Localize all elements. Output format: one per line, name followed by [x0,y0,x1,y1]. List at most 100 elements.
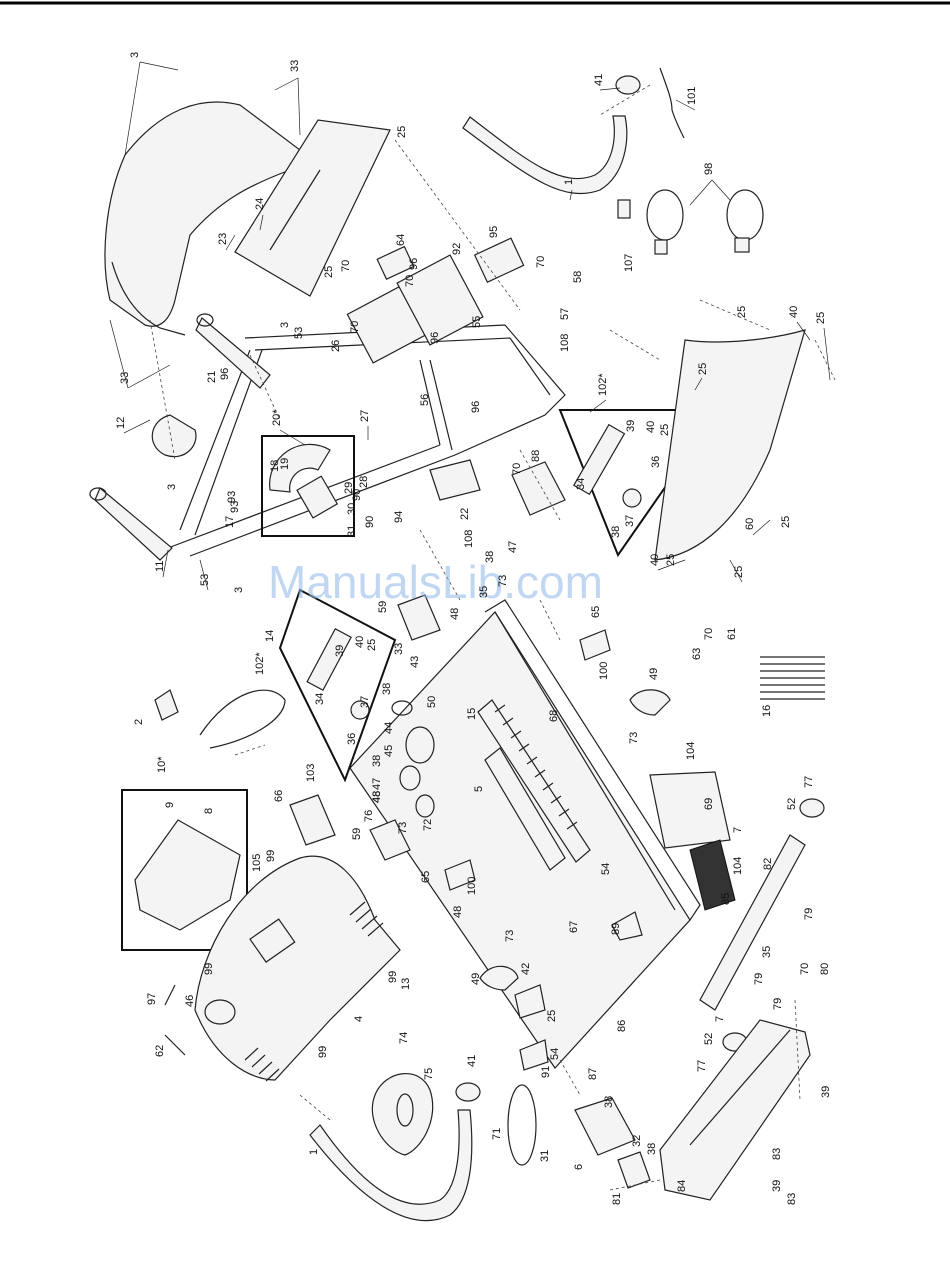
part-label: 40 [354,636,366,648]
clip-wire [659,67,685,139]
part-label: 47 [507,541,519,553]
part-label: 8 [203,808,215,814]
part-label: 38 [371,755,383,767]
part-label: 75 [423,1068,435,1080]
part-label: 79 [753,973,765,985]
console-speaker [204,999,236,1025]
rear-foot-69 [649,771,731,849]
part-label: 93 [226,491,238,503]
part-label: 56 [419,394,431,406]
part-label: 105 [251,854,263,872]
part-label: 61 [726,628,738,640]
inset-102-bottom [278,588,397,783]
part-label: 103 [305,764,317,782]
foot-49a [629,689,671,716]
drive-belt [151,414,197,458]
board-tray [396,254,484,346]
part-label: 23 [217,233,229,245]
part-label: 15 [466,708,478,720]
part-label: 12 [115,417,127,429]
assembly-lines [149,84,836,1191]
part-label: 96 [470,401,482,413]
part-label: 69 [703,798,715,810]
console-body [194,855,401,1081]
filter-95 [473,237,525,284]
part-label: 54 [600,863,612,875]
part-label: 27 [359,410,371,422]
part-label: 3 [279,322,291,328]
part-drawings [89,67,836,1222]
hood-lip [111,261,186,336]
console-cover-arc [199,689,286,749]
part-label: 38 [603,1096,615,1108]
part-label: 40 [649,554,661,566]
bracket-42 [514,984,546,1019]
part-label: 65 [590,606,602,618]
motor-plate [234,119,391,297]
upright-rail-top [462,115,628,195]
part-label: 39 [334,645,346,657]
part-label: 84 [676,1180,688,1192]
part-label: 90 [364,516,376,528]
part-label: 100 [466,877,478,895]
front-cover-84-edge [689,1029,791,1146]
ring-44 [391,700,413,716]
part-label: 34 [575,478,587,490]
part-label: 107 [623,254,635,272]
part-label: 2 [133,719,145,725]
side-panel-60 [654,329,806,561]
part-label: 30 [346,503,358,515]
part-label: 102* [597,373,609,396]
part-label: 73 [397,822,409,834]
part-label: 74 [398,1032,410,1044]
part-label: 1 [308,1149,320,1155]
part-label: 72 [422,819,434,831]
part-label: 40 [645,421,657,433]
part-label: 65 [420,871,432,883]
watermark: ManualsLib.com [268,556,603,608]
pin-97 [164,984,176,1006]
motor-bracket-32 [617,1151,651,1189]
part-label: 26 [330,340,342,352]
part-label: 95 [488,226,500,238]
part-label: 32 [631,1135,643,1147]
part-label: 96 [429,332,441,344]
cord-plug-mid [654,239,668,255]
inset-20 [261,435,355,537]
part-label: 16 [761,705,773,717]
base-bar-82 [699,834,806,1011]
roller-72 [415,794,435,818]
bracket-64 [376,245,415,281]
part-label: 52 [703,1033,715,1045]
drive-motor-6 [574,1097,636,1156]
wheel-52a [799,798,825,818]
part-label: 62 [154,1045,166,1057]
part-label: 36 [346,733,358,745]
part-label: 48 [371,791,383,803]
part-label: 52 [786,798,798,810]
part-label: 36 [650,456,662,468]
part-label: 39 [625,420,637,432]
part-label: 54 [549,1048,561,1060]
plate-91 [519,1039,549,1071]
part-label: 41 [593,74,605,86]
part-label: 100 [598,662,610,680]
part-label: 64 [395,234,407,246]
part-label: 39 [771,1180,783,1192]
walking-strip-15 [477,699,591,863]
part-label: 38 [381,683,393,695]
part-label: 43 [409,656,421,668]
part-label: 71 [491,1128,503,1140]
bracket-65b [444,859,476,891]
bracket-65a [579,629,611,661]
part-label: 7 [714,1016,726,1022]
bracket-103 [289,794,336,846]
part-label: 93 [229,501,241,513]
part-label: 25 [736,306,748,318]
part-label: 38 [484,551,496,563]
part-label: 25 [659,424,671,436]
part-label: 18 [269,460,281,472]
part-label: 70 [535,256,547,268]
part-label: 25 [396,126,408,138]
